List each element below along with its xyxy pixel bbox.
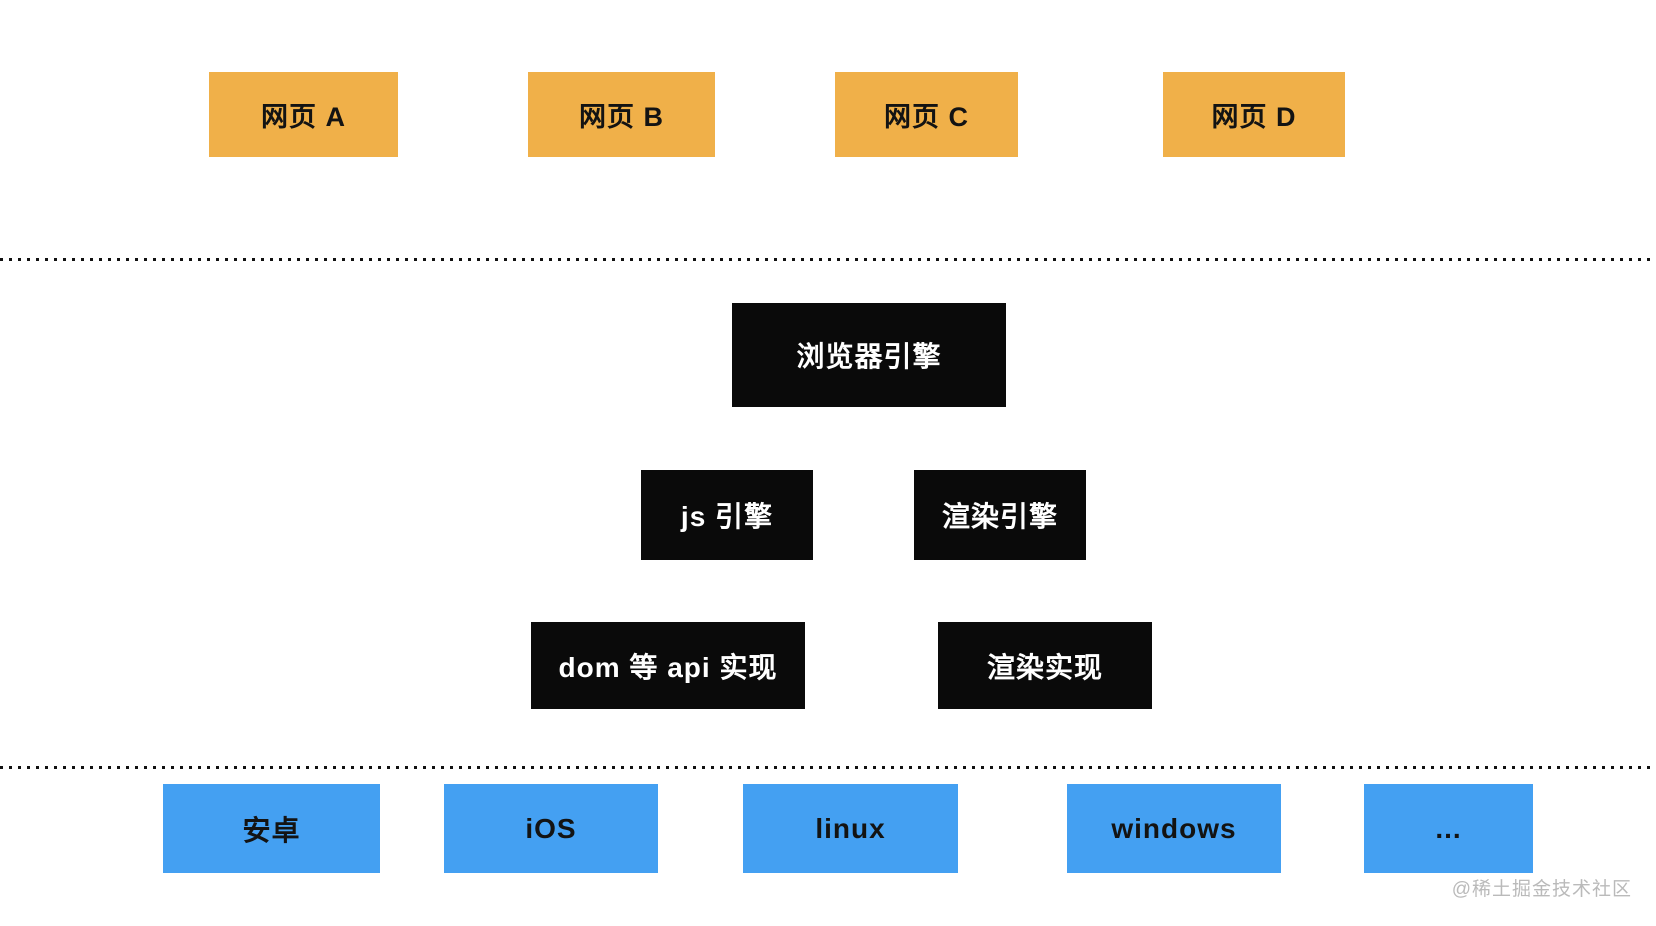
render-impl-box: 渲染实现: [938, 622, 1152, 709]
os-ios-box: iOS: [444, 784, 658, 873]
dom-api-impl-box: dom 等 api 实现: [531, 622, 805, 709]
webpage-a-box: 网页 A: [209, 72, 398, 157]
os-more-box: ...: [1364, 784, 1533, 873]
os-android-box: 安卓: [163, 784, 380, 873]
lower-dotted-divider: [0, 766, 1656, 769]
browser-engine-box: 浏览器引擎: [732, 303, 1006, 407]
os-linux-box: linux: [743, 784, 958, 873]
webpage-d-box: 网页 D: [1163, 72, 1345, 157]
os-windows-box: windows: [1067, 784, 1281, 873]
render-engine-box: 渲染引擎: [914, 470, 1086, 560]
upper-dotted-divider: [0, 258, 1656, 261]
webpage-b-box: 网页 B: [528, 72, 715, 157]
webpage-c-box: 网页 C: [835, 72, 1018, 157]
js-engine-box: js 引擎: [641, 470, 813, 560]
juejin-watermark: @稀土掘金技术社区: [1451, 879, 1632, 900]
